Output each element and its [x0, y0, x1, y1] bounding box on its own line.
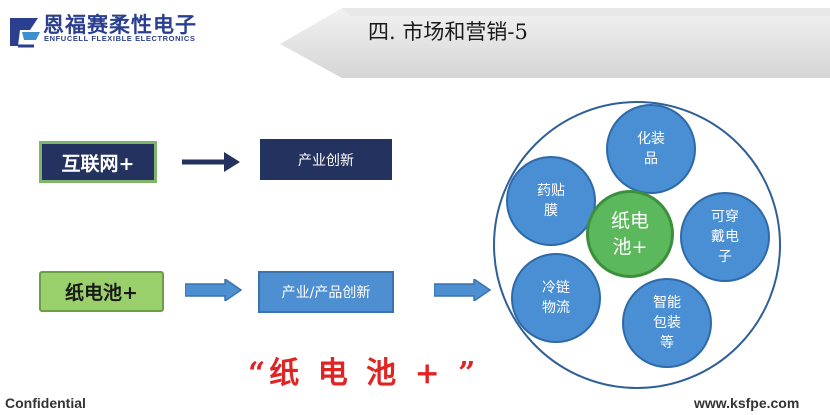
arrow-right-icon — [185, 279, 243, 301]
footer-website: www.ksfpe.com — [694, 395, 800, 411]
satellite-cold-chain: 冷链物流 — [511, 253, 601, 343]
company-name: 恩福赛柔性电子 — [43, 12, 197, 37]
company-subtitle: ENFUCELL FLEXIBLE ELECTRONICS — [44, 34, 196, 43]
satellite-cosmetics: 化装品 — [606, 104, 696, 194]
internet-plus-box: 互联网+ — [39, 141, 157, 183]
arrow-right-icon — [434, 279, 492, 301]
center-paper-battery: 纸电池+ — [586, 190, 674, 278]
footer-confidential: Confidential — [5, 395, 86, 411]
product-innovation-box: 产业/产品创新 — [258, 271, 394, 313]
logo-mark-icon — [10, 18, 40, 48]
slogan: “纸 电 池 + ” — [248, 356, 480, 391]
paper-battery-plus-box: 纸电池+ — [39, 271, 164, 312]
industry-innovation-box: 产业创新 — [260, 139, 392, 180]
title-ribbon — [280, 8, 830, 78]
satellite-wearables: 可穿戴电子 — [680, 192, 770, 282]
company-logo — [8, 12, 228, 52]
arrow-right-icon — [182, 152, 240, 172]
page-title: 四. 市场和营销-5 — [368, 20, 528, 44]
satellite-smart-packaging: 智能包装等 — [622, 278, 712, 368]
satellite-medicine-patch: 药贴膜 — [506, 156, 596, 246]
